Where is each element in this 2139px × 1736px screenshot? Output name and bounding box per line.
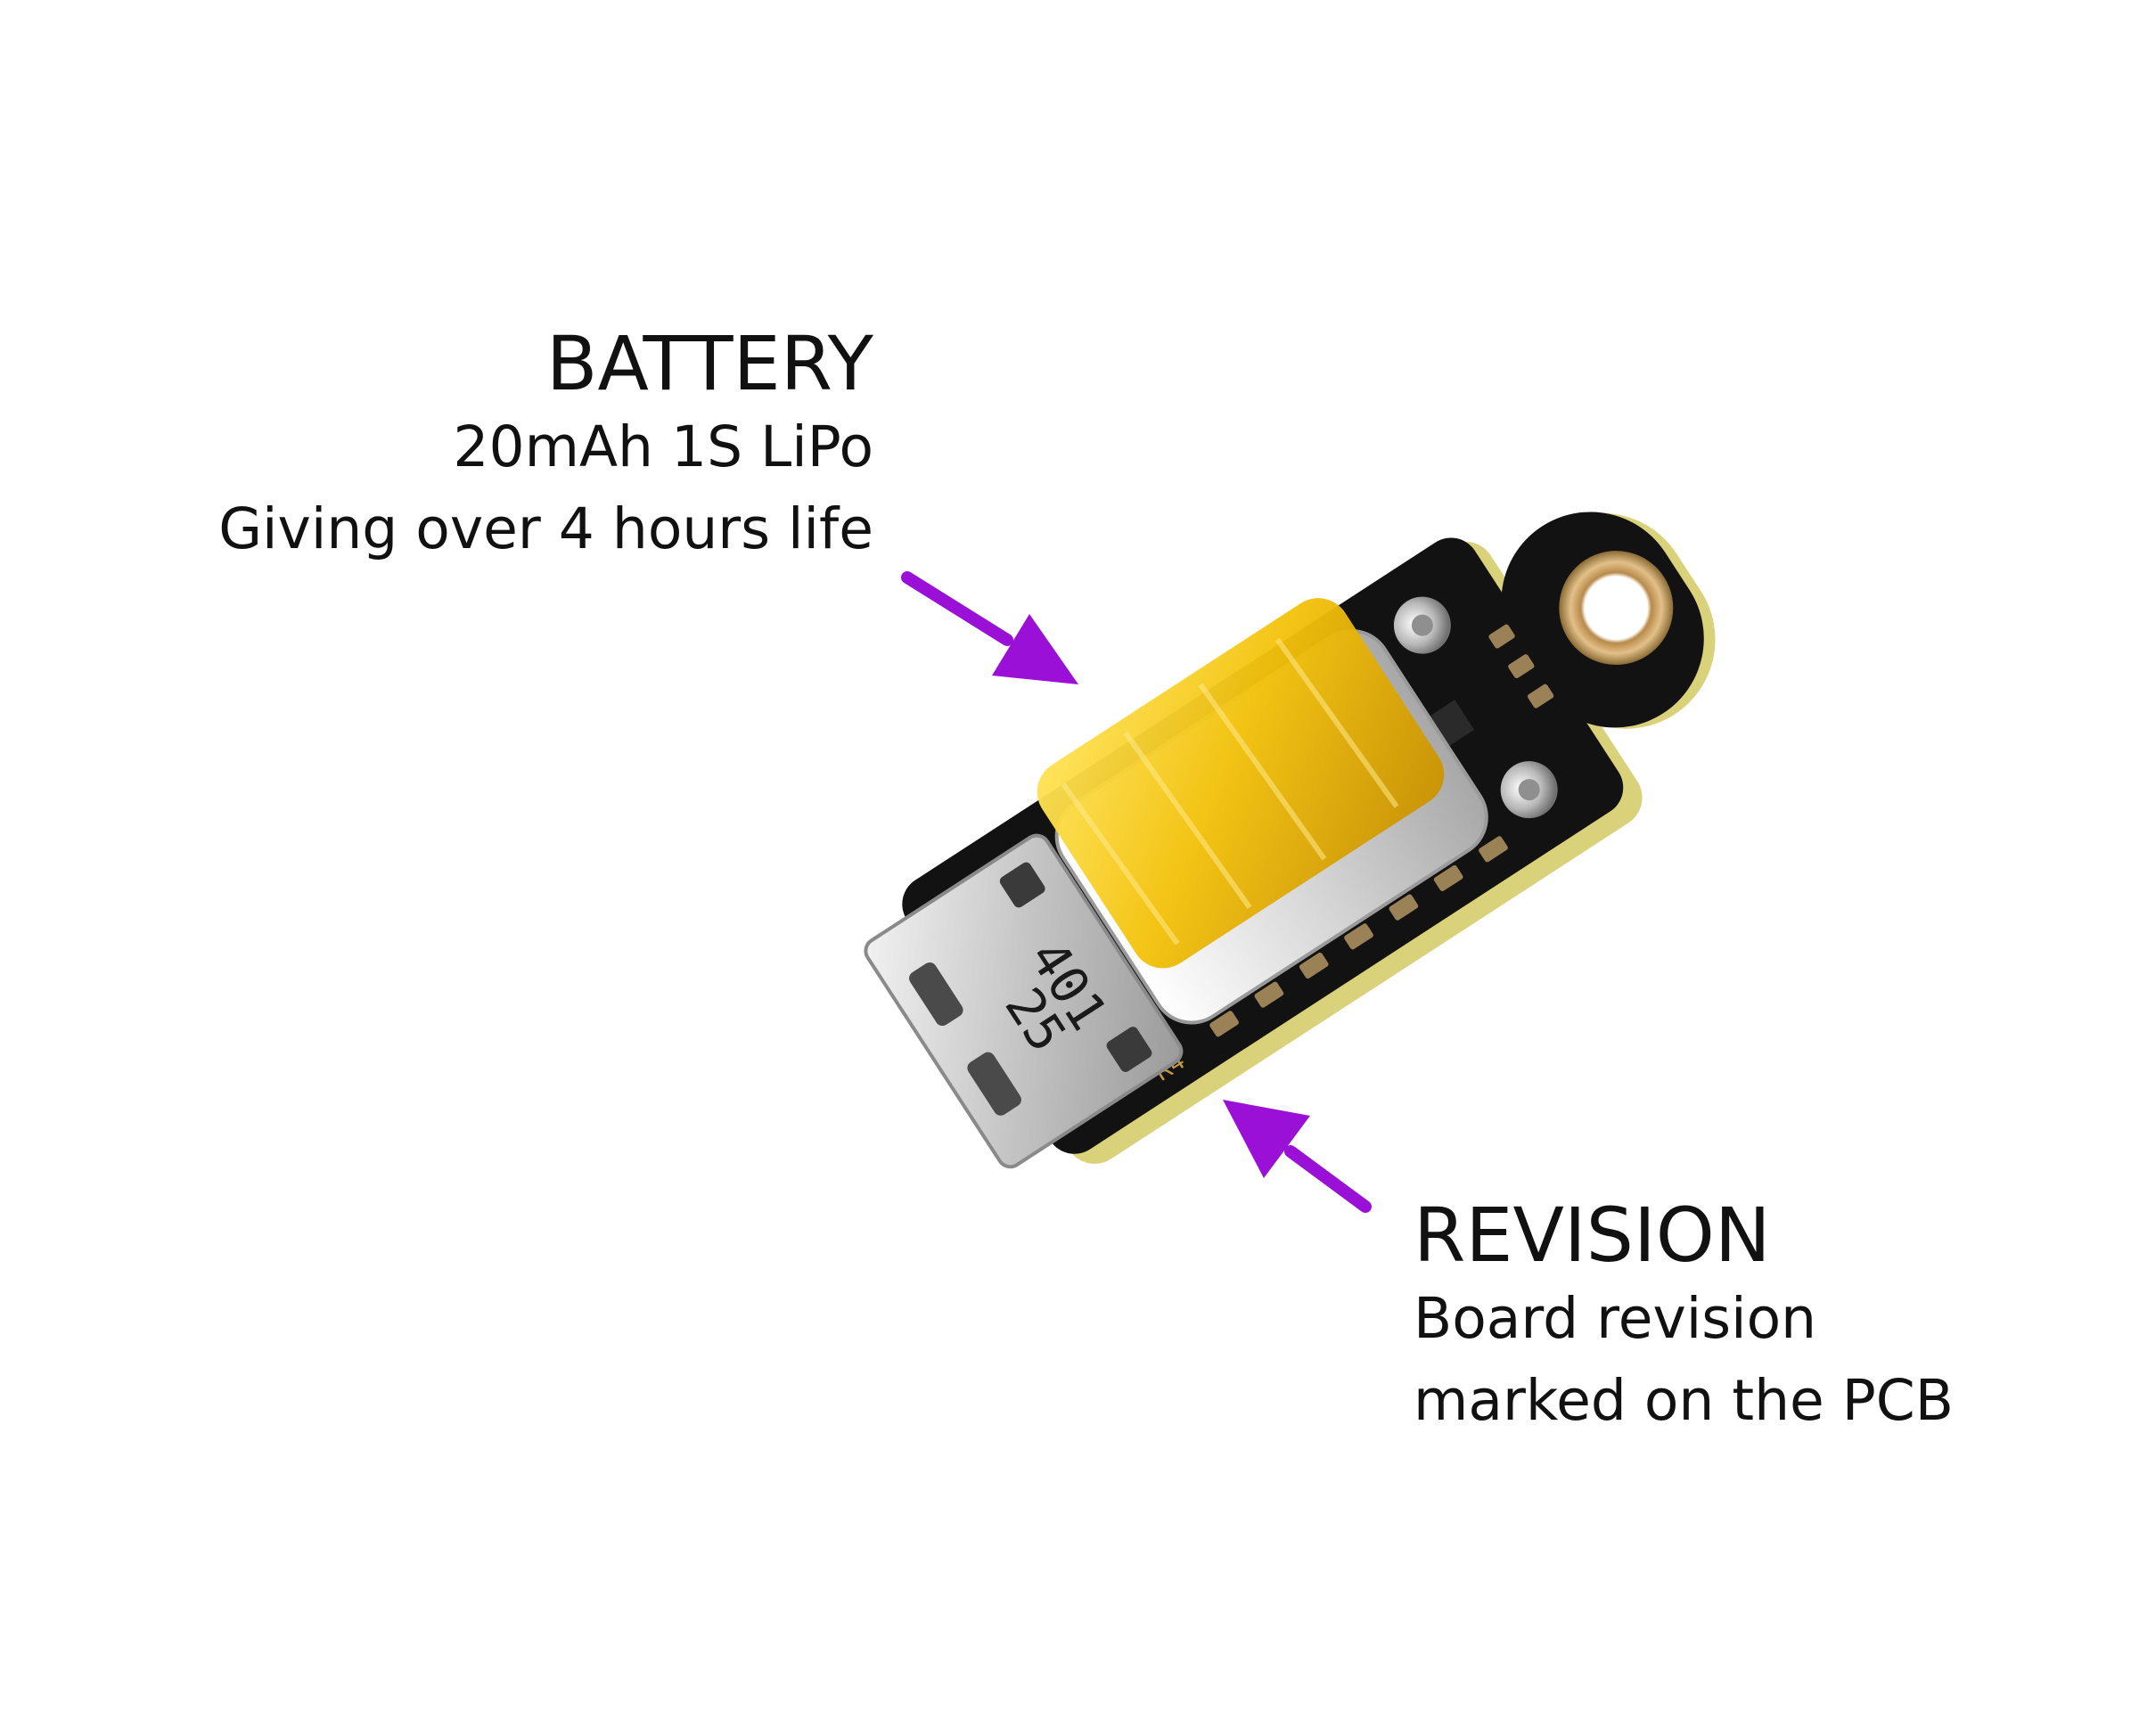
battery bbox=[1037, 598, 1488, 1025]
usb-connector: 25 401 bbox=[864, 833, 1184, 1169]
battery-arrow bbox=[901, 571, 1078, 684]
revision-title: REVISION bbox=[1414, 1191, 1771, 1279]
revision-line: marked on the PCB bbox=[1414, 1368, 1955, 1433]
revision-arrow bbox=[1223, 1100, 1372, 1213]
device: R4 25 401 bbox=[864, 512, 1716, 1169]
revision-callout: REVISION Board revision marked on the PC… bbox=[1414, 1192, 1954, 1442]
battery-line: 20mAh 1S LiPo bbox=[453, 414, 873, 479]
screw-icon bbox=[1500, 761, 1558, 819]
revision-line: Board revision bbox=[1414, 1286, 1817, 1351]
smd-components bbox=[1209, 624, 1554, 1037]
battery-callout: BATTERY 20mAh 1S LiPo Giving over 4 hour… bbox=[218, 321, 873, 570]
battery-tape bbox=[1037, 598, 1445, 969]
battery-line: Giving over 4 hours life bbox=[218, 496, 873, 561]
battery-title: BATTERY bbox=[545, 320, 873, 407]
screw-icon bbox=[1393, 596, 1451, 654]
mounting-hole bbox=[1559, 551, 1674, 666]
